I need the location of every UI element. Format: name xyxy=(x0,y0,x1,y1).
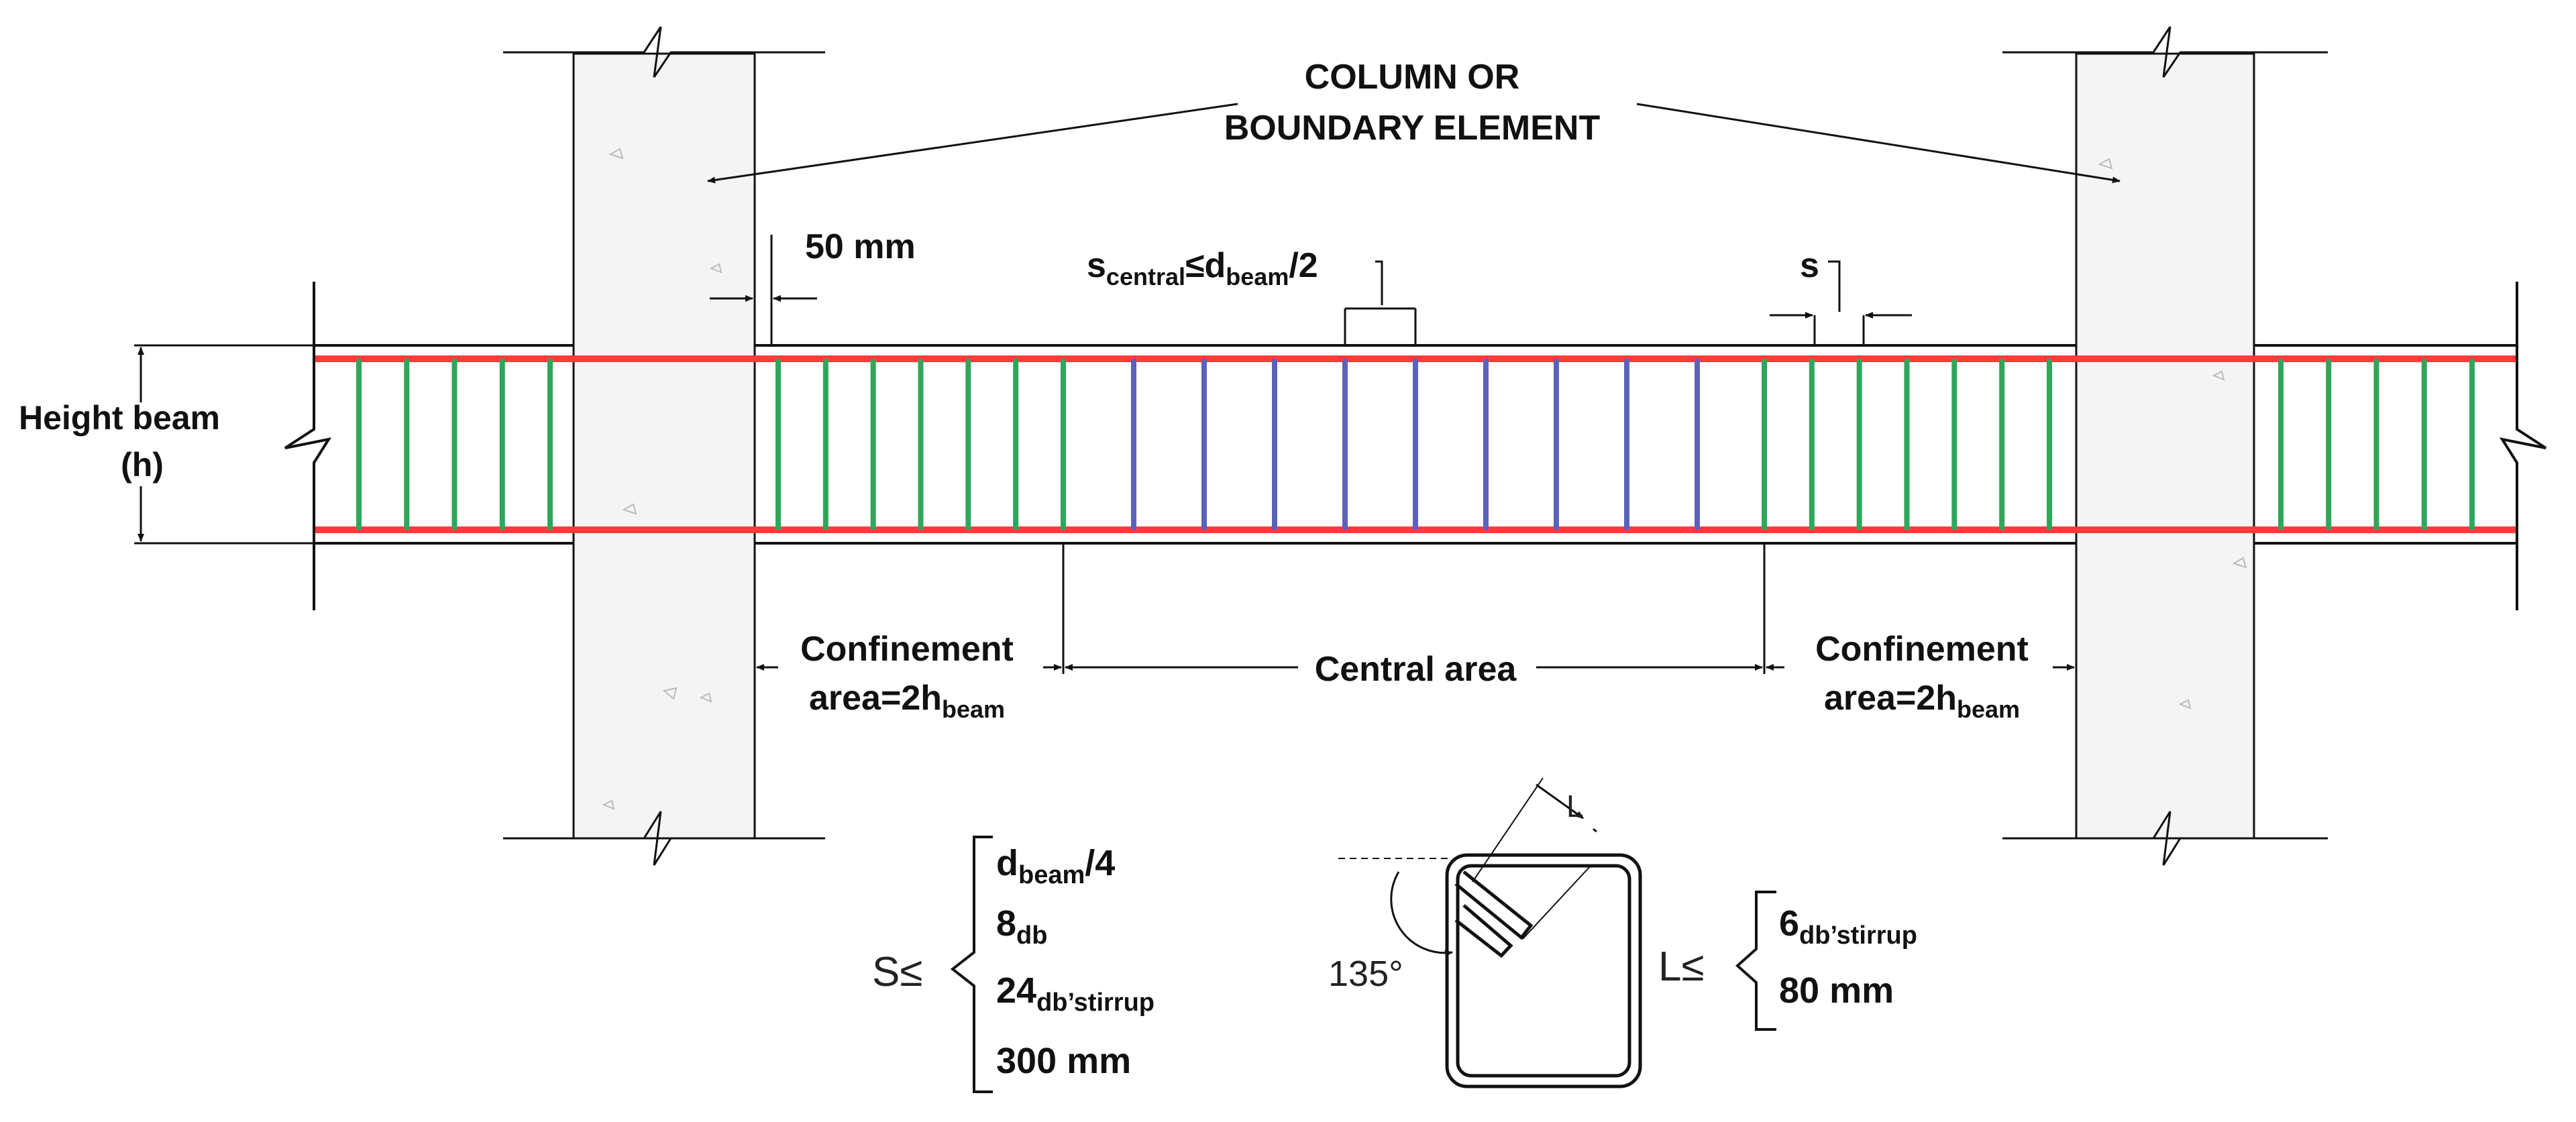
dimension-height: Height beam (h) xyxy=(19,344,314,545)
hook-length-label: L xyxy=(1566,789,1584,824)
leader-arrow-left xyxy=(707,103,1238,184)
zone-dimensions: Confinement area=2hbeam Central area Con… xyxy=(756,543,2075,723)
label-central-area: Central area xyxy=(1315,650,1517,689)
label-50mm: 50 mm xyxy=(805,227,916,266)
angle-label: 135° xyxy=(1328,954,1403,994)
s-rule-item-4: 300 mm xyxy=(996,1041,1131,1081)
s-rule-prefix: S≤ xyxy=(872,949,922,995)
label-s-central: scentral≤dbeam/2 xyxy=(1087,246,1318,290)
stirrup-hook-detail: L 135° xyxy=(1328,777,1642,1088)
left-column xyxy=(503,26,825,866)
leader-arrow-right xyxy=(1636,103,2121,184)
label-conf-right-line1: Confinement xyxy=(1815,630,2029,669)
stirrups xyxy=(356,359,2475,530)
right-column xyxy=(2002,26,2328,866)
s-rule-item-2: 8db xyxy=(996,903,1047,950)
s-rule-item-1: dbeam/4 xyxy=(996,843,1115,889)
label-s-right: s xyxy=(1800,246,1819,285)
s-rule: S≤ dbeam/4 8db 24db’stirrup 300 mm xyxy=(872,836,1155,1093)
label-conf-right-line2: area=2hbeam xyxy=(1824,679,2020,723)
column-title-line1: COLUMN OR xyxy=(1305,58,1520,97)
l-rule-prefix: L≤ xyxy=(1658,944,1705,990)
dimension-s-right: s xyxy=(1770,246,1912,345)
dimension-50mm: 50 mm xyxy=(710,227,916,345)
l-rule-item-1: 6db’stirrup xyxy=(1779,903,1917,950)
l-rule-item-2: 80 mm xyxy=(1779,970,1894,1011)
l-rule: L≤ 6db’stirrup 80 mm xyxy=(1658,891,1917,1031)
label-conf-left-line1: Confinement xyxy=(800,630,1014,669)
column-title-line2: BOUNDARY ELEMENT xyxy=(1224,109,1601,148)
dimension-s-central: scentral≤dbeam/2 xyxy=(1087,246,1417,345)
label-height-line2: (h) xyxy=(121,446,164,484)
s-rule-item-3: 24db’stirrup xyxy=(996,970,1155,1017)
label-height-line1: Height beam xyxy=(19,399,220,437)
label-conf-left-line2: area=2hbeam xyxy=(809,679,1005,723)
